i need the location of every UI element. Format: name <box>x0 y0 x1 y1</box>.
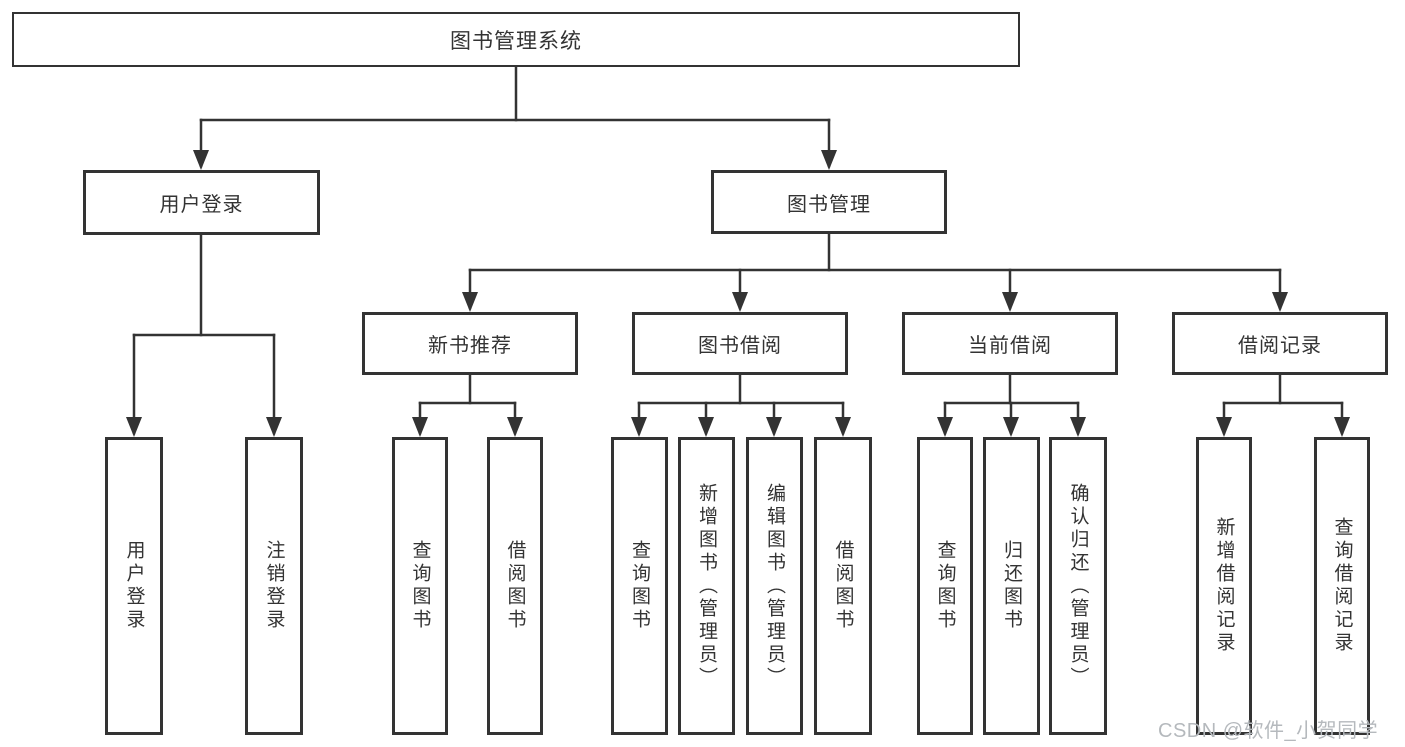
node-label: 查询借阅记录 <box>1331 517 1353 655</box>
leaf-user-login: 用户登录 <box>105 437 163 735</box>
node-label: 当前借阅 <box>968 335 1052 357</box>
node-label: 查询图书 <box>629 540 650 632</box>
leaf-current-return-book: 归还图书 <box>983 437 1040 735</box>
node-current-borrowing: 当前借阅 <box>902 312 1118 375</box>
leaf-records-add-borrow-record: 新增借阅记录 <box>1196 437 1252 735</box>
leaf-borrowing-borrow-book: 借阅图书 <box>814 437 872 735</box>
leaf-records-query-borrow-record: 查询借阅记录 <box>1314 437 1370 735</box>
node-label: 用户登录 <box>123 540 145 632</box>
node-system-root: 图书管理系统 <box>12 12 1020 67</box>
node-label: 借阅图书 <box>832 540 854 632</box>
node-label: 图书管理系统 <box>450 29 582 53</box>
leaf-logout-login: 注销登录 <box>245 437 303 735</box>
node-label: 借阅图书 <box>504 540 526 632</box>
node-label: 借阅记录 <box>1238 335 1322 357</box>
node-label: 编辑图书（管理员） <box>764 482 785 690</box>
node-label: 图书借阅 <box>698 335 782 357</box>
node-label: 归还图书 <box>1001 540 1022 632</box>
node-book-borrowing: 图书借阅 <box>632 312 848 375</box>
node-user-login: 用户登录 <box>83 170 320 235</box>
node-label: 查询图书 <box>409 540 431 632</box>
node-borrowing-records: 借阅记录 <box>1172 312 1388 375</box>
leaf-borrowing-query-book: 查询图书 <box>611 437 668 735</box>
leaf-borrowing-edit-book-admin: 编辑图书（管理员） <box>746 437 803 735</box>
leaf-current-confirm-return-admin: 确认归还（管理员） <box>1049 437 1107 735</box>
node-label: 查询图书 <box>934 540 956 632</box>
node-label: 新增借阅记录 <box>1213 517 1235 655</box>
node-label: 新增图书（管理员） <box>696 482 717 690</box>
node-label: 新书推荐 <box>428 335 512 357</box>
leaf-recommend-borrow-book: 借阅图书 <box>487 437 543 735</box>
node-label: 注销登录 <box>263 540 285 632</box>
leaf-recommend-query-book: 查询图书 <box>392 437 448 735</box>
node-new-book-recommend: 新书推荐 <box>362 312 578 375</box>
csdn-watermark: CSDN @软件_小贺同学 <box>1158 720 1379 742</box>
leaf-borrowing-add-book-admin: 新增图书（管理员） <box>678 437 735 735</box>
node-label: 用户登录 <box>159 194 244 216</box>
node-label: 图书管理 <box>787 193 871 216</box>
leaf-current-query-book: 查询图书 <box>917 437 973 735</box>
node-label: 确认归还（管理员） <box>1067 482 1089 690</box>
node-book-management: 图书管理 <box>711 170 947 234</box>
